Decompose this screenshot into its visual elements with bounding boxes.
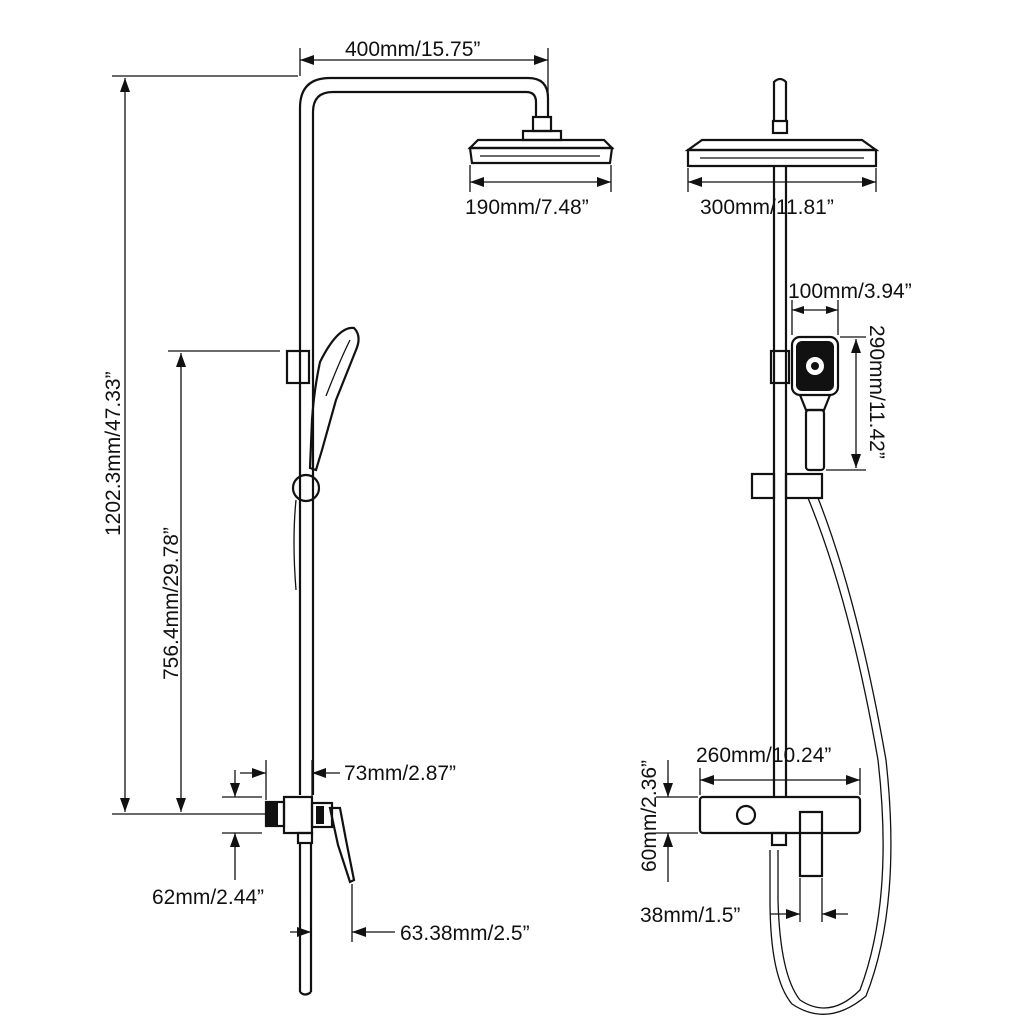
label-spout-width: 38mm/1.5” (640, 904, 740, 927)
side-riser-pipe-inner (311, 90, 538, 795)
label-handle-projection: 63.38mm/2.5” (400, 922, 530, 945)
side-hand-shower (308, 326, 360, 472)
front-slide-holder (769, 349, 791, 385)
side-handle (328, 806, 356, 884)
side-mixer-body (282, 795, 314, 835)
side-knob (291, 473, 321, 503)
label-holder-height: 756.4mm/29.78” (160, 527, 183, 680)
label-front-head-diameter: 300mm/11.81” (700, 196, 834, 219)
label-inlet-height: 62mm/2.44” (152, 886, 264, 909)
front-hose (777, 497, 884, 1009)
label-mixer-width: 260mm/10.24” (696, 744, 831, 767)
label-side-head-diameter: 190mm/7.48” (465, 196, 589, 219)
label-mixer-height: 60mm/2.36” (638, 760, 661, 872)
label-handheld-width: 100mm/3.94” (788, 280, 912, 303)
front-mixer-body (698, 795, 862, 835)
front-hand-shower-head (790, 335, 840, 397)
front-mixer-button (735, 804, 757, 826)
label-top-arm-width: 400mm/15.75” (345, 38, 480, 61)
side-slide-holder (285, 349, 311, 385)
label-total-height: 1202.3mm/47.33” (102, 371, 125, 536)
side-riser-pipe (298, 76, 550, 795)
front-spout (798, 810, 824, 878)
side-head-connector (531, 115, 553, 133)
front-hand-shower-grip (804, 408, 826, 472)
label-inlet-offset: 73mm/2.87” (344, 762, 456, 785)
label-handheld-length: 290mm/11.42” (865, 325, 888, 459)
side-view (112, 48, 615, 996)
front-view (656, 77, 892, 1015)
